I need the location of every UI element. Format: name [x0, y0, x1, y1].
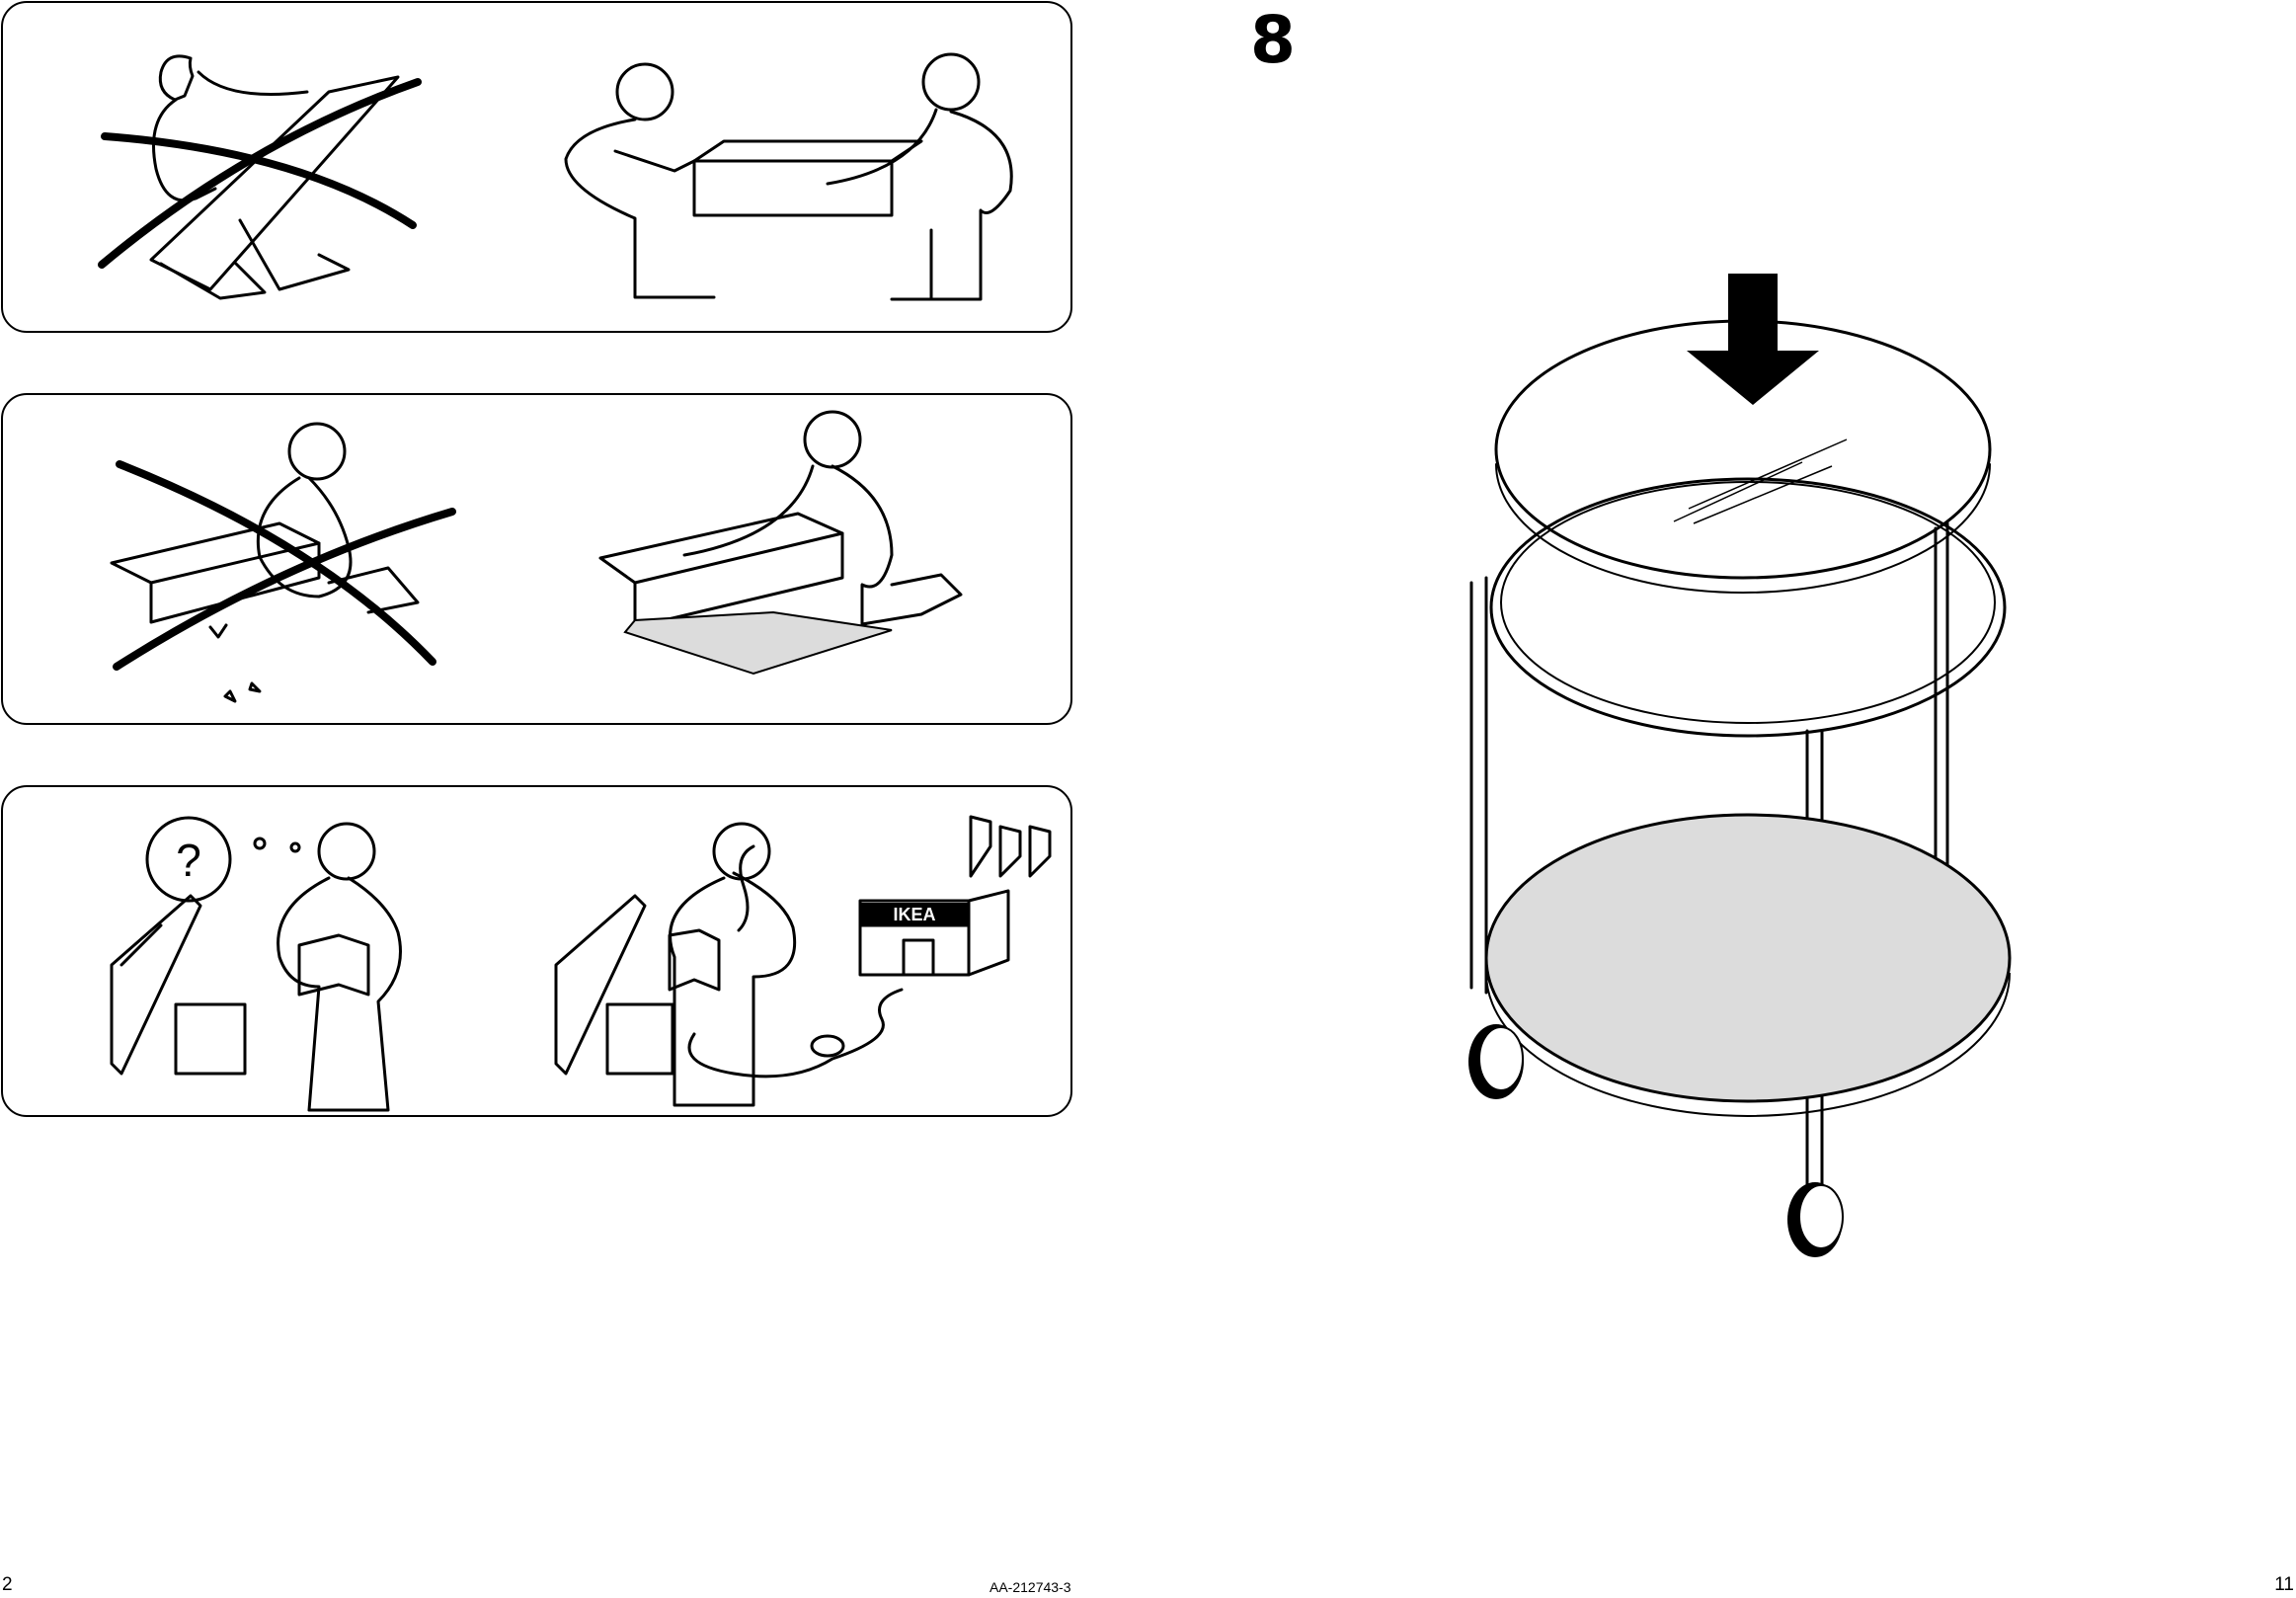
carry-illustration	[3, 3, 1074, 335]
confused-person-figure	[112, 824, 401, 1110]
instruction-panel-floor	[1, 393, 1072, 725]
cross-mark-icon	[117, 464, 452, 667]
telephone-icon	[739, 846, 753, 930]
assembly-illustration	[1442, 257, 2034, 1264]
bottom-shelf	[1486, 815, 2010, 1101]
store-icon	[860, 817, 1050, 975]
single-person-carrying-figure	[151, 56, 398, 298]
step-number: 8	[1250, 8, 1296, 73]
document-code: AA-212743-3	[990, 1579, 1071, 1595]
help-illustration: IKEA ?	[3, 787, 1074, 1119]
wheel	[1787, 1182, 1843, 1257]
unpack-on-hard-floor-figure	[112, 424, 418, 701]
page-number-left: 2	[2, 1574, 13, 1596]
calling-person-figure	[556, 824, 902, 1105]
page-number-right: 11	[2274, 1574, 2294, 1596]
instruction-panel-help: IKEA ?	[1, 785, 1072, 1117]
wheel	[1468, 1024, 1524, 1099]
store-sign-text: IKEA	[893, 905, 935, 924]
question-symbol: ?	[176, 835, 201, 886]
floor-illustration	[3, 395, 1074, 727]
two-people-carrying-figure	[566, 54, 1011, 299]
instruction-panel-carry	[1, 1, 1072, 333]
question-bubble-icon	[147, 818, 299, 901]
